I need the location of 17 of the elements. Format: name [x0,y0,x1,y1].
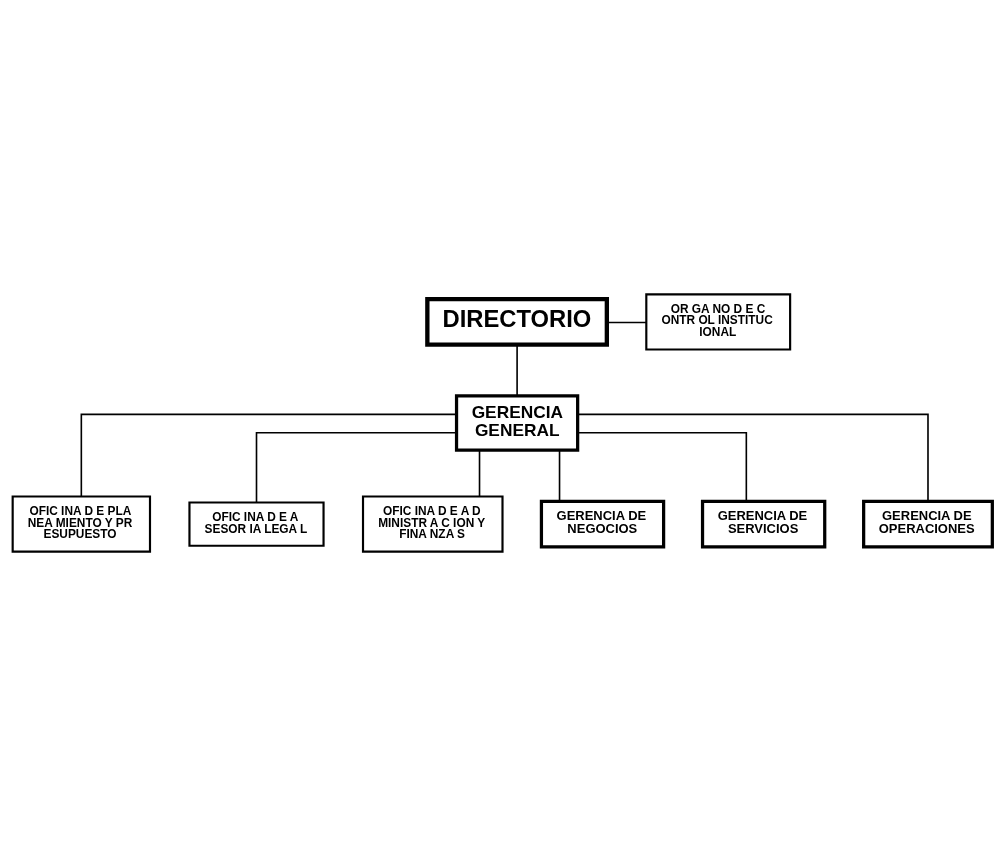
node-box: GERENCIA DE SERVICIOS [700,499,827,549]
connector [576,413,929,503]
connector [255,431,458,504]
connector [558,449,561,503]
connector [516,344,518,397]
node-box: GERENCIA DE OPERACIONES [862,499,994,549]
connector [478,449,481,498]
node-box: GERENCIA DE NEGOCIOS [539,499,666,549]
connector [577,431,748,502]
node-box: OFIC INA D E A D MINISTR A C ION Y FINA NZA S [361,495,504,553]
connector [80,413,458,498]
node-box: DIRECTORIO [425,297,609,347]
node-box: OFIC INA D E A SESOR IA LEGA L [188,501,325,547]
node-box: OR GA NO D E C ONTR OL INSTITUC IONAL [645,293,792,351]
node-box: GERENCIA GENERAL [454,394,580,452]
node-box: OFIC INA D E PLA NEA MIENTO Y PR ESUPUESTO [11,495,152,553]
connector [606,321,647,324]
